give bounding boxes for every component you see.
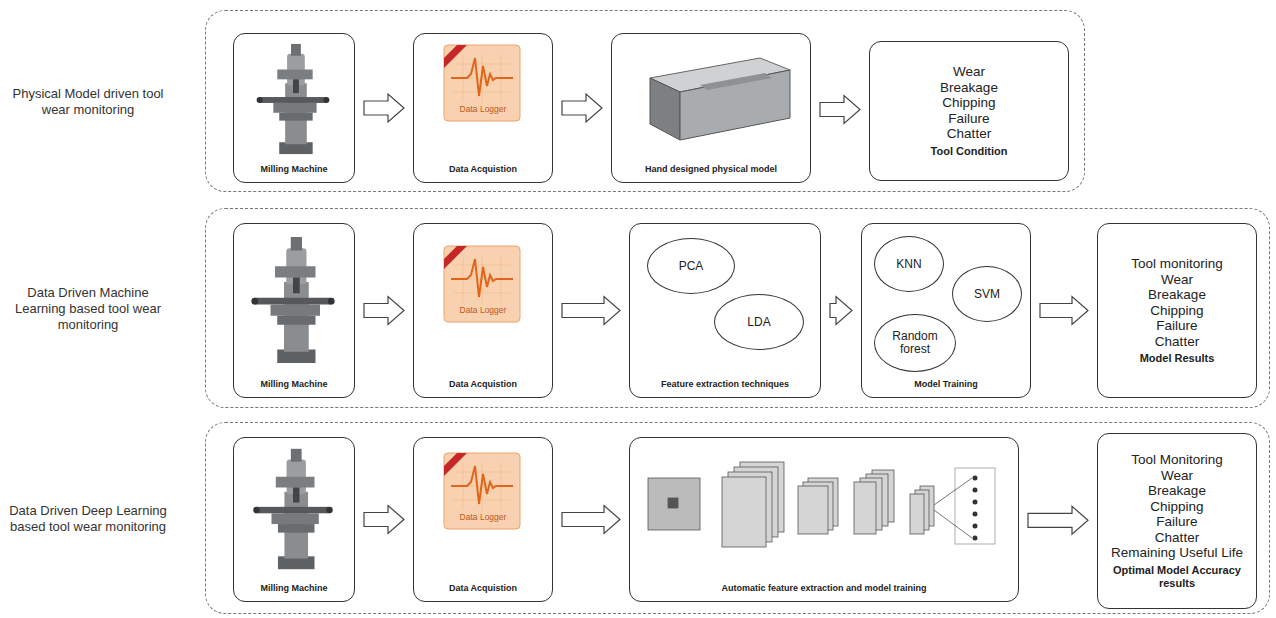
- method-ellipse: PCA: [647, 238, 735, 294]
- block-arrow: [364, 297, 404, 325]
- method-ellipse: SVM: [952, 266, 1022, 322]
- logo-text: Data Logger: [414, 104, 552, 114]
- condition-item: Chipping: [942, 95, 995, 111]
- block-arrow: [820, 96, 860, 124]
- block-arrow: [830, 297, 852, 325]
- method-label: SVM: [972, 286, 1002, 303]
- dashed-band: Data Driven Deep Learning based tool wea…: [205, 422, 1270, 614]
- block-arrow: [1028, 506, 1088, 534]
- stage-box: Milling Machine: [233, 33, 355, 183]
- condition-item: Chipping: [1150, 499, 1203, 515]
- result-box: WearBreakageChippingFailureChatterTool C…: [869, 41, 1069, 181]
- method-label: Random forest: [875, 328, 955, 358]
- stage-box: Feature extraction techniques PCA LDA: [629, 223, 821, 398]
- logo-text: Data Logger: [414, 305, 552, 315]
- box-caption: Tool Condition: [931, 145, 1008, 158]
- method-label: LDA: [745, 314, 772, 331]
- box-caption: Hand designed physical model: [616, 164, 806, 174]
- condition-item: Failure: [948, 111, 989, 127]
- box-caption: Model Results: [1140, 352, 1215, 365]
- stage-box: Hand designed physical model: [611, 33, 811, 183]
- condition-item: Wear: [953, 64, 985, 80]
- condition-item: Wear: [1161, 272, 1193, 288]
- condition-item: Failure: [1156, 514, 1197, 530]
- box-caption: Milling Machine: [238, 583, 350, 593]
- condition-item: Tool Monitoring: [1131, 452, 1223, 468]
- box-caption: Data Acquistion: [418, 583, 548, 593]
- condition-item: Wear: [1161, 468, 1193, 484]
- method-ellipse: Random forest: [874, 314, 956, 372]
- stage-box: Automatic feature extraction and model t…: [629, 437, 1019, 602]
- logo-text: Data Logger: [414, 512, 552, 522]
- condition-item: Remaining Useful Life: [1111, 545, 1243, 561]
- stage-box: Data LoggerData Acquistion: [413, 33, 553, 183]
- condition-item: Breakage: [940, 80, 998, 96]
- condition-item: Chipping: [1150, 303, 1203, 319]
- condition-item: Chatter: [1155, 530, 1199, 546]
- method-ellipse: KNN: [874, 236, 944, 292]
- row-heading: Data Driven Machine Learning based tool …: [8, 285, 168, 333]
- box-caption: Optimal Model Accuracy results: [1098, 564, 1256, 590]
- box-caption: Feature extraction techniques: [634, 379, 816, 389]
- box-caption: Data Acquistion: [418, 379, 548, 389]
- block-arrow: [562, 297, 620, 325]
- block-arrow: [364, 94, 404, 122]
- result-box: Tool monitoringWearBreakageChippingFailu…: [1097, 223, 1257, 398]
- stage-box: Milling Machine: [233, 437, 355, 602]
- condition-item: Chatter: [1155, 334, 1199, 350]
- condition-item: Breakage: [1148, 287, 1206, 303]
- condition-item: Failure: [1156, 318, 1197, 334]
- box-caption: Milling Machine: [238, 164, 350, 174]
- method-label: PCA: [677, 258, 706, 275]
- block-arrow: [562, 506, 620, 534]
- dashed-band: Physical Model driven tool wear monitori…: [205, 10, 1085, 192]
- result-box: Tool MonitoringWearBreakageChippingFailu…: [1097, 433, 1257, 609]
- dashed-band: Data Driven Machine Learning based tool …: [205, 208, 1270, 408]
- condition-item: Breakage: [1148, 483, 1206, 499]
- row-heading: Data Driven Deep Learning based tool wea…: [8, 503, 168, 535]
- box-caption: Data Acquistion: [418, 164, 548, 174]
- condition-item: Tool monitoring: [1131, 256, 1223, 272]
- condition-item: Chatter: [947, 126, 991, 142]
- box-caption: Milling Machine: [238, 379, 350, 389]
- method-label: KNN: [894, 256, 923, 273]
- box-caption: Automatic feature extraction and model t…: [634, 583, 1014, 593]
- metal-block: [650, 58, 790, 140]
- stage-box: Model Training KNN SVM Random forest: [861, 223, 1031, 398]
- method-ellipse: LDA: [714, 294, 804, 350]
- stage-box: Data LoggerData Acquistion: [413, 437, 553, 602]
- block-arrow: [1040, 297, 1088, 325]
- cnn-illustration: [648, 462, 995, 547]
- box-caption: Model Training: [866, 379, 1026, 389]
- block-arrow: [562, 94, 602, 122]
- block-arrow: [364, 506, 404, 534]
- row-heading: Physical Model driven tool wear monitori…: [8, 86, 168, 118]
- stage-box: Milling Machine: [233, 223, 355, 398]
- stage-box: Data LoggerData Acquistion: [413, 223, 553, 398]
